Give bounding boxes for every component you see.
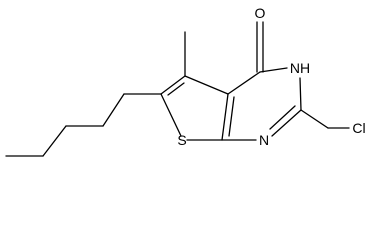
atom-label-nh: NH	[290, 60, 310, 76]
bond-c2-ch2	[300, 109, 329, 129]
bond-c4a-c4	[227, 71, 261, 95]
bond-layer	[5, 21, 350, 157]
atom-labels: O NH S N Cl	[177, 5, 365, 148]
molecule-structure: O NH S N Cl	[5, 4, 370, 157]
bond-pentyl-4	[102, 93, 125, 127]
bond-c4a-c5	[184, 75, 229, 95]
bond-c7a-c4a	[221, 93, 229, 141]
atom-label-nitrogen: N	[259, 132, 269, 148]
atom-label-oxygen: O	[255, 5, 266, 21]
bond-pentyl-2	[42, 125, 67, 157]
bond-c7a-c4a-double	[228, 96, 235, 137]
bond-c6-s	[160, 93, 182, 137]
bond-c2-n1	[271, 109, 302, 137]
atom-label-chlorine: Cl	[352, 120, 365, 136]
label-backgrounds	[175, 4, 370, 149]
atom-label-sulfur: S	[177, 132, 186, 148]
bond-c5-c6-double	[167, 82, 185, 96]
bond-c2-n1-double	[269, 105, 296, 130]
bond-c4-n3	[259, 67, 288, 73]
bond-n3-c2	[299, 77, 302, 111]
bond-c5-c6	[160, 75, 186, 95]
